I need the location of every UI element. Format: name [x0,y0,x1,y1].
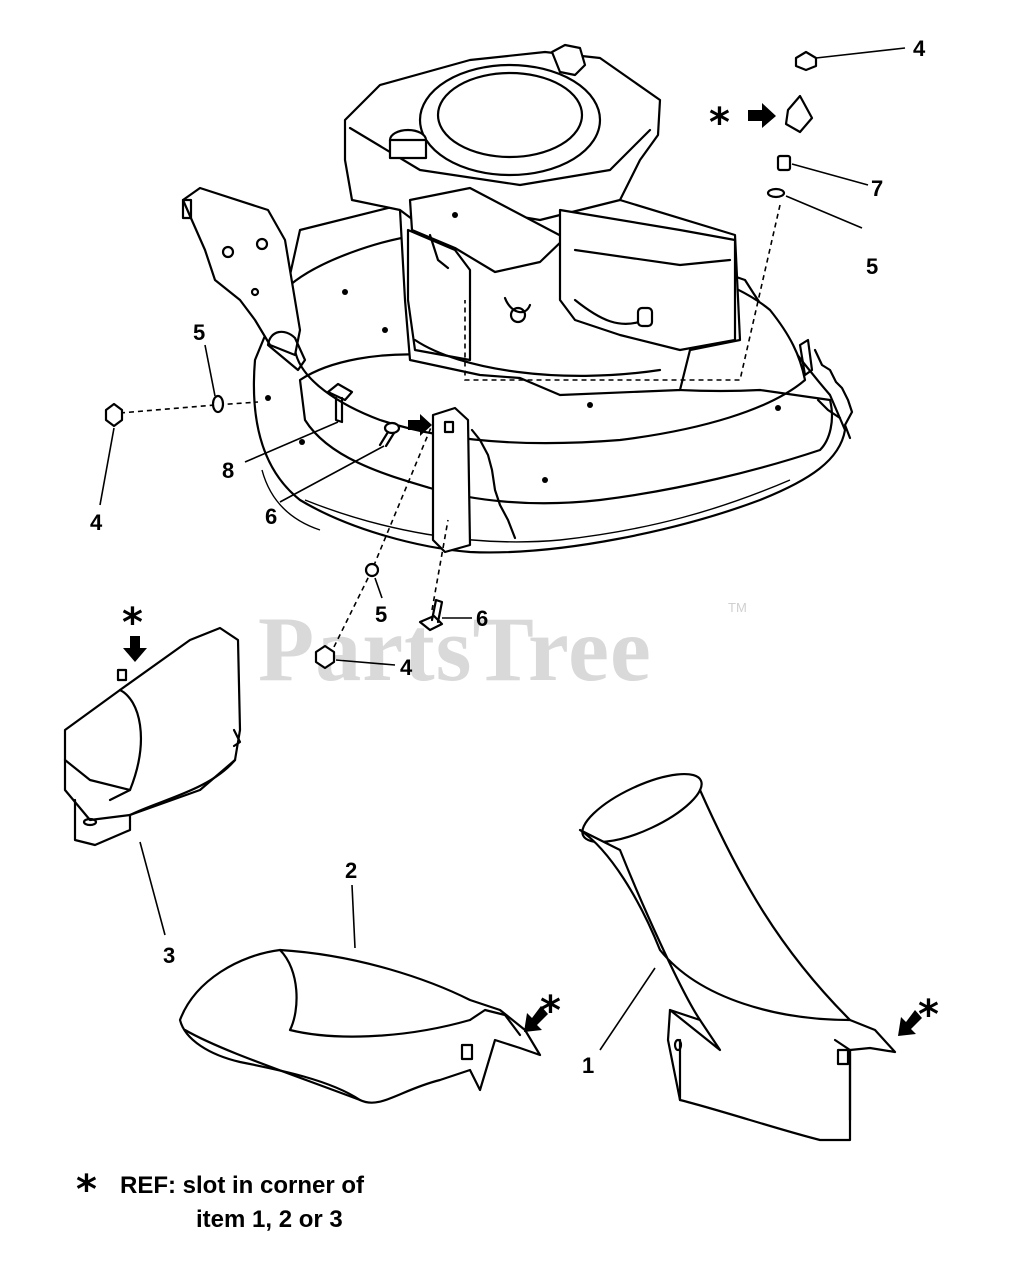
bolt-6-front [378,421,401,448]
bolt-6-bottom [418,614,444,632]
watermark-brand: PartsTree [258,598,652,700]
side-discharge-chute [63,626,242,847]
bolt-8 [326,382,354,424]
ref-star-chute-1: * [918,992,939,1038]
note-line-1: REF: slot in corner of [120,1172,365,1199]
nut-4-bottom [314,644,336,670]
ref-star-pivot: * [709,100,730,146]
chute-3-ref-arrow [123,636,147,662]
carburetor [406,228,472,362]
ref-markers: * * * * [122,100,939,1038]
mower-deck-assembly [181,43,854,554]
front-slot-arrow [408,414,432,436]
nut-4-top [794,50,818,72]
callout-5-left: 5 [193,320,205,345]
spacer-7 [776,154,792,172]
engine [343,43,742,397]
callout-6-front: 6 [265,504,277,529]
chute-2-ref-arrow [524,1006,548,1032]
spark-plug-boot [636,306,654,328]
callout-5-right: 5 [866,254,878,279]
bag-chute [578,772,922,1142]
rear-bracket [181,186,302,357]
note-star: * [76,1167,97,1213]
left-hardware [104,394,225,428]
callout-3: 3 [163,943,175,968]
callout-labels: 4 7 5 5 4 8 6 5 6 4 3 2 1 [90,36,926,1078]
pivot-arrow [748,103,776,128]
callout-4-left: 4 [90,510,103,535]
fuel-cap [550,43,587,77]
right-hitch-bracket [798,338,814,377]
callout-4-top: 4 [913,36,926,61]
pivot-bracket [784,94,814,134]
callout-2: 2 [345,858,357,883]
nut-4-left [104,402,124,428]
callout-1: 1 [582,1053,594,1078]
washer-5-left [211,394,225,414]
watermark-trademark: TM [728,600,747,615]
leader-lines [99,47,906,1051]
chute-1-ref-arrow [898,1010,922,1036]
mulch-plug [178,948,548,1104]
note-line-2: item 1, 2 or 3 [196,1206,343,1233]
washer-5-top [766,187,786,199]
callout-7: 7 [871,176,883,201]
callout-5-bottom: 5 [375,602,387,627]
ref-star-chute-3: * [122,600,143,646]
air-cleaner [408,186,567,274]
callout-4-bottom: 4 [400,655,413,680]
washer-5-bottom [364,562,380,578]
top-right-hardware [748,50,818,199]
callout-8: 8 [222,458,234,483]
recoil-cover [418,63,602,177]
bottom-hardware [314,562,444,670]
callout-6-bottom: 6 [476,606,488,631]
ref-star-chute-2: * [540,988,561,1034]
front-mount-plate [431,406,472,554]
